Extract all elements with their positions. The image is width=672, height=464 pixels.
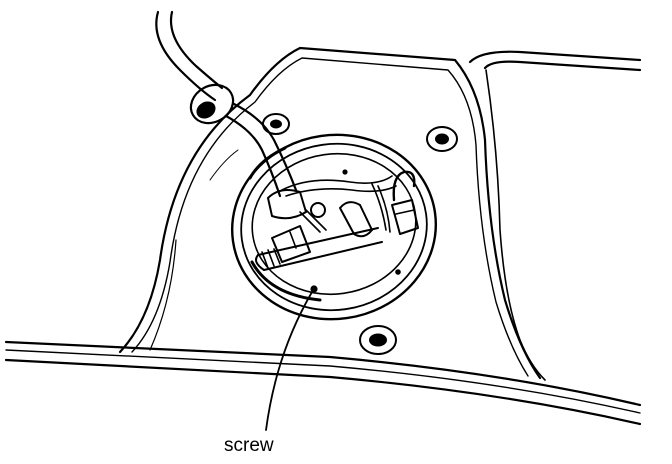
pump-tube-end bbox=[255, 254, 265, 271]
fuel-hose bbox=[155, 10, 298, 198]
raised-panel-outline bbox=[118, 46, 542, 380]
hose-upper-right bbox=[170, 10, 224, 90]
wire-1 bbox=[281, 175, 393, 191]
pump-tube-top bbox=[257, 227, 379, 256]
float-cylinder bbox=[339, 201, 373, 238]
grommet-shadow bbox=[196, 101, 216, 119]
sender-block-seam bbox=[289, 231, 297, 249]
filter-ribs bbox=[261, 248, 281, 269]
hose-upper-left bbox=[155, 10, 217, 102]
outer-ring bbox=[230, 133, 438, 321]
left-slope-tick bbox=[209, 149, 239, 181]
pump-assembly bbox=[255, 170, 419, 271]
right-bracket-line bbox=[395, 209, 415, 215]
hose-lower-right bbox=[232, 102, 298, 192]
sender-block bbox=[271, 225, 311, 263]
right-flange-drop bbox=[485, 69, 546, 381]
mounting-boss-bottom bbox=[359, 325, 397, 355]
connector-knob bbox=[310, 202, 326, 218]
floor-edge-lower bbox=[4, 358, 642, 426]
floor-edge-upper bbox=[4, 340, 642, 407]
screw-hole-front bbox=[310, 285, 318, 293]
left-slope-line bbox=[149, 239, 177, 351]
middle-ring bbox=[240, 142, 428, 312]
screw-label: screw bbox=[224, 435, 274, 456]
connector-lines bbox=[299, 209, 327, 233]
screw-hole-top bbox=[342, 169, 348, 175]
hose-lower-left bbox=[224, 114, 282, 198]
connector-housing bbox=[267, 189, 307, 220]
ring-shadow-lower bbox=[250, 260, 322, 302]
right-flange-top bbox=[468, 50, 642, 64]
ring-shadow-upper bbox=[248, 146, 287, 180]
screw-leader-line bbox=[265, 291, 313, 431]
pump-tube-bottom bbox=[263, 241, 383, 271]
right-bracket bbox=[391, 199, 419, 235]
wire-3 bbox=[371, 183, 387, 231]
mounting-boss-top bbox=[426, 126, 458, 152]
wire-4 bbox=[377, 185, 391, 233]
right-flange-inner bbox=[483, 60, 642, 72]
screw-hole-right bbox=[395, 269, 401, 275]
floor-edge-mid bbox=[5, 349, 641, 414]
access-hole bbox=[230, 133, 438, 321]
tank-panel bbox=[4, 46, 642, 426]
hose-grommet bbox=[189, 83, 235, 125]
wire-2 bbox=[285, 185, 397, 197]
raised-panel-inner bbox=[131, 57, 529, 377]
